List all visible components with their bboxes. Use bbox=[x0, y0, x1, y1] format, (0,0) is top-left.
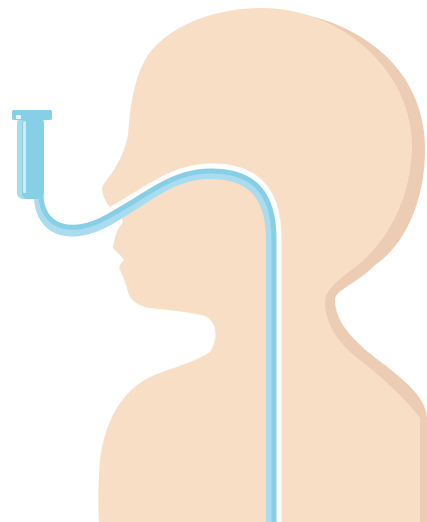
connector-rim-highlight bbox=[16, 115, 21, 119]
head-silhouette-icon bbox=[98, 8, 427, 522]
tube-connector-icon bbox=[12, 110, 52, 199]
connector-body-highlight bbox=[23, 121, 26, 193]
